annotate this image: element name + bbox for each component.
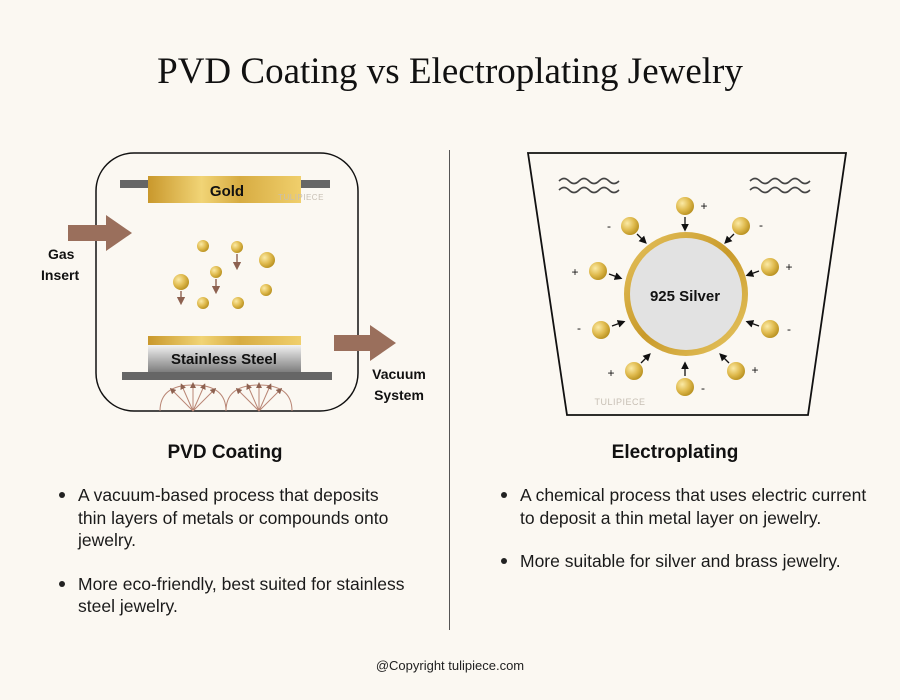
svg-text:-: - (701, 381, 705, 395)
substrate-holder-bar (122, 372, 332, 380)
svg-text:-: - (759, 218, 763, 232)
list-item: More eco-friendly, best suited for stain… (56, 573, 406, 618)
list-item: A chemical process that uses electric cu… (498, 484, 880, 529)
pvd-bullet-list: A vacuum-based process that deposits thi… (56, 484, 406, 639)
pvd-diagram: Gold TULIPIECE Gas Insert Stainless Stee… (41, 152, 848, 416)
svg-text:+: + (607, 366, 614, 380)
pvd-heading: PVD Coating (167, 442, 283, 463)
gold-particles (173, 240, 275, 309)
svg-text:-: - (607, 219, 611, 233)
list-item: More suitable for silver and brass jewel… (498, 550, 880, 573)
vacuum-system-arrow (334, 325, 396, 361)
vacuum-label-line2: System (374, 387, 424, 403)
page-title: PVD Coating vs Electroplating Jewelry (157, 51, 743, 92)
svg-text:+: + (700, 199, 707, 213)
electroplating-bath (526, 152, 848, 416)
copyright-text: @Copyright tulipiece.com (375, 658, 525, 673)
ion-arrows (608, 217, 760, 376)
silver-core (630, 238, 742, 350)
electroplating-bullet-list: A chemical process that uses electric cu… (498, 484, 880, 594)
vacuum-label-line1: Vacuum (372, 366, 426, 382)
svg-text:+: + (571, 265, 578, 279)
watermark: TULIPIECE (278, 193, 324, 202)
stainless-steel-substrate (148, 345, 301, 372)
list-item: A vacuum-based process that deposits thi… (56, 484, 406, 552)
energy-field (159, 382, 293, 412)
particle-arrows (176, 254, 242, 306)
svg-text:-: - (577, 321, 581, 335)
ion-charges: + - + - + - + - + - (571, 199, 792, 395)
column-divider (449, 150, 450, 630)
vacuum-chamber (95, 152, 359, 412)
substrate-label: Stainless Steel (171, 351, 277, 368)
svg-text:+: + (751, 363, 758, 377)
gold-target-label: Gold (210, 183, 244, 200)
gas-insert-arrow (68, 215, 132, 251)
gas-label-line2: Insert (41, 267, 79, 283)
svg-text:+: + (785, 260, 792, 274)
gold-target (148, 176, 301, 203)
svg-text:-: - (787, 322, 791, 336)
liquid-waves (558, 177, 811, 194)
electroplating-heading: Electroplating (611, 442, 739, 463)
metal-ions (589, 197, 779, 396)
watermark: TULIPIECE (594, 397, 645, 407)
core-label: 925 Silver (650, 288, 720, 305)
gas-label-line1: Gas (48, 246, 75, 262)
coating-layer (148, 336, 301, 345)
